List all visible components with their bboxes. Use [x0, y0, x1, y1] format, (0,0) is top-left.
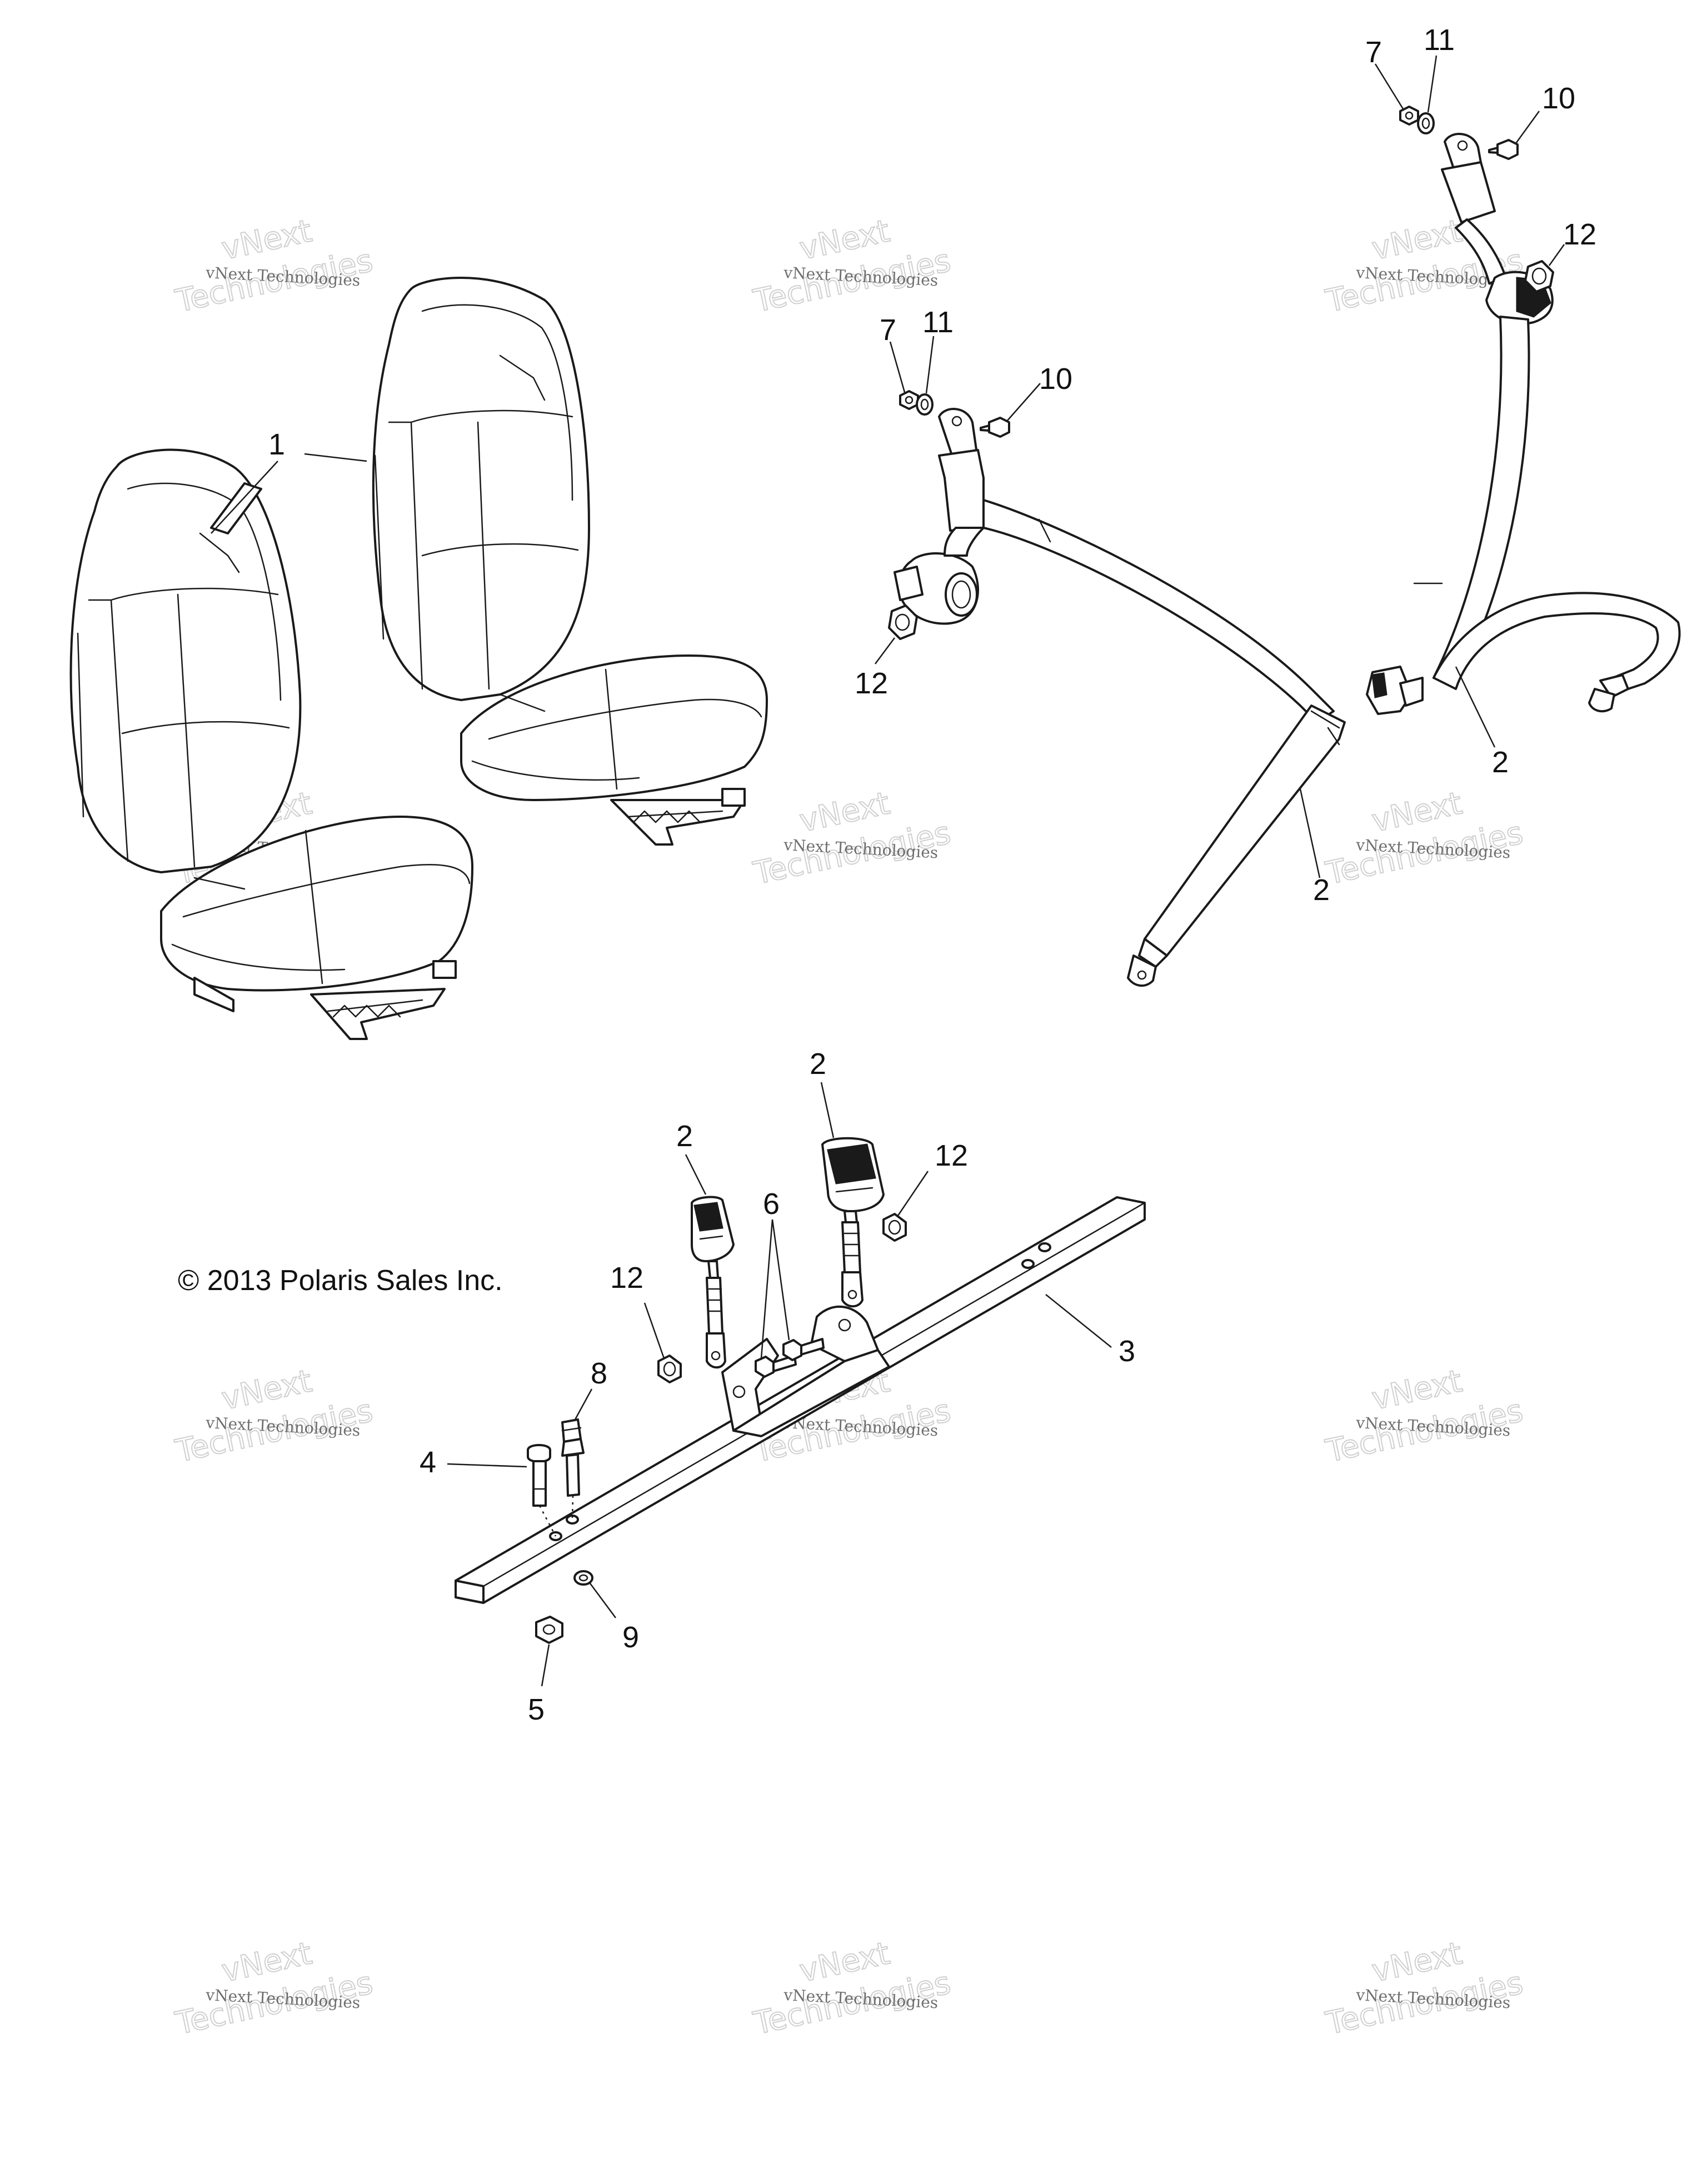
watermark: Technologies vNext vNext Technologies — [750, 784, 954, 892]
leader-1b — [211, 461, 278, 534]
nut-12-right-belt — [1524, 260, 1554, 293]
leader-3 — [1045, 1294, 1112, 1348]
callout-12-right-belt: 12 — [1563, 218, 1596, 251]
callout-3: 3 — [1119, 1335, 1135, 1368]
stud-8-alignment — [571, 1495, 574, 1520]
callout-11-right: 11 — [1424, 23, 1455, 57]
leader-1a — [304, 453, 367, 462]
bolt-4 — [527, 1444, 551, 1507]
leader-8 — [574, 1388, 593, 1420]
callout-8: 8 — [591, 1357, 607, 1390]
watermark: Technologies vNext vNext Technologies — [750, 212, 954, 320]
leader-6a — [760, 1219, 773, 1359]
bolt-10-right — [1488, 139, 1519, 160]
leader-2-belt-right — [1455, 666, 1496, 748]
washer-9 — [573, 1570, 593, 1586]
callout-2-belt-left: 2 — [1313, 873, 1330, 907]
nut-12-left-belt — [888, 604, 918, 640]
callout-12-bar-right: 12 — [935, 1139, 968, 1172]
leader-5 — [541, 1644, 550, 1687]
leader-2-belt-left — [1299, 788, 1321, 878]
leader-9 — [589, 1583, 617, 1618]
callout-9: 9 — [622, 1621, 639, 1654]
callout-1: 1 — [268, 428, 285, 461]
leader-12-right-belt — [1548, 244, 1565, 266]
watermark: Technologies vNext vNext Technologies — [750, 1935, 954, 2042]
watermark: Technologies vNext vNext Technologies — [1322, 1362, 1526, 1470]
buckle-right — [821, 1137, 885, 1308]
nut-7-left — [899, 390, 919, 410]
seat-belt-right — [1366, 133, 1681, 715]
nut-5 — [535, 1616, 563, 1644]
bolt-10-left — [980, 417, 1010, 438]
leader-10-left — [1006, 383, 1041, 422]
leader-7-right — [1374, 63, 1404, 109]
watermark: Technologies vNext vNext Technologies — [1322, 784, 1526, 892]
copyright-text: © 2013 Polaris Sales Inc. — [178, 1265, 503, 1297]
callout-10-right: 10 — [1542, 82, 1575, 115]
callout-2-belt-right: 2 — [1492, 746, 1509, 779]
leader-10-right — [1515, 111, 1540, 144]
leader-6b — [771, 1219, 790, 1341]
nut-7-right — [1399, 106, 1419, 126]
leader-12-bar-right — [897, 1171, 929, 1216]
leader-12-bar-left — [643, 1302, 665, 1359]
leader-11-right — [1427, 55, 1438, 113]
leader-7-left — [889, 341, 906, 393]
callout-7-left: 7 — [880, 313, 896, 347]
leader-2-buckle-right — [820, 1082, 835, 1138]
buckle-left — [691, 1196, 735, 1369]
seat-front — [69, 448, 473, 1040]
bolt-4-alignment — [538, 1505, 557, 1537]
stud-8 — [561, 1418, 585, 1497]
callout-10-left: 10 — [1039, 362, 1072, 396]
washer-11-right — [1417, 112, 1435, 134]
nut-12-bar-right — [882, 1213, 907, 1242]
leader-11-left — [925, 336, 935, 394]
callout-7-right: 7 — [1365, 36, 1382, 69]
bolt-6b — [782, 1338, 825, 1361]
callout-11-left: 11 — [922, 306, 954, 339]
callout-6: 6 — [763, 1187, 780, 1221]
callout-2-buckle-left: 2 — [676, 1120, 693, 1153]
watermark: Technologies vNext vNext Technologies — [172, 1935, 376, 2042]
washer-11-left — [916, 393, 934, 416]
callout-4: 4 — [420, 1446, 436, 1479]
callout-12-bar-left: 12 — [610, 1261, 643, 1295]
leader-2-buckle-left — [685, 1154, 707, 1195]
watermark: Technologies vNext vNext Technologies — [172, 212, 376, 320]
leader-4 — [447, 1463, 527, 1468]
mount-bar — [455, 1196, 1146, 1604]
seat-belt-left — [894, 408, 1346, 987]
callout-2-buckle-right: 2 — [810, 1047, 826, 1081]
callout-5: 5 — [528, 1693, 545, 1726]
watermark: Technologies vNext vNext Technologies — [1322, 1935, 1526, 2042]
nut-12-bar-left — [657, 1355, 682, 1383]
watermark: Technologies vNext vNext Technologies — [172, 1362, 376, 1470]
callout-12-left-belt: 12 — [855, 667, 888, 700]
leader-12-left-belt — [874, 637, 896, 664]
seat-rear — [372, 277, 768, 846]
